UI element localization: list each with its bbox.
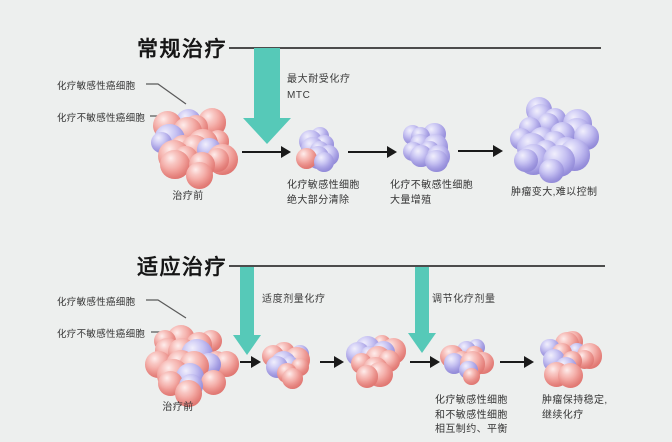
tumor-cluster	[491, 80, 611, 200]
stage-arrow-icon	[410, 356, 440, 368]
header-rule-adaptive	[229, 265, 605, 267]
treatment-down-arrow-head-icon	[233, 335, 261, 355]
tumor-cluster	[130, 304, 250, 424]
insensitive-cell	[539, 158, 564, 184]
stage-caption: 化疗敏感性细胞 绝大部分清除	[287, 180, 360, 206]
tumor-cluster	[316, 298, 436, 418]
tumor-cluster	[409, 301, 529, 421]
stage-arrow-icon	[458, 145, 503, 157]
stage-arrow-icon	[500, 356, 534, 368]
tumor-cluster	[229, 303, 349, 423]
stage-arrow-icon	[240, 356, 261, 368]
stage-arrow-icon	[242, 146, 291, 158]
stage-arrow-icon	[320, 356, 344, 368]
treatment-label: 调节化疗剂量	[432, 294, 496, 305]
treatment-down-arrow-icon	[415, 267, 429, 333]
sensitive-cell	[160, 149, 190, 180]
sensitive-cell	[463, 367, 481, 386]
tumor-cluster	[366, 88, 486, 208]
sensitive-cell	[282, 367, 304, 390]
sensitive-cell	[355, 365, 379, 388]
sensitive-cell	[200, 369, 227, 396]
sensitive-cell	[185, 161, 213, 189]
header-rule-conventional	[229, 47, 601, 49]
treatment-down-arrow-icon	[240, 267, 254, 335]
tumor-cluster	[258, 89, 378, 209]
insensitive-cell	[514, 149, 538, 173]
legend-insensitive-label: 化疗不敏感性癌细胞	[57, 329, 146, 340]
insensitive-cell	[425, 149, 448, 173]
legend-sensitive-label: 化疗敏感性癌细胞	[57, 81, 136, 92]
treatment-down-arrow-head-icon	[408, 333, 436, 353]
stage-caption: 化疗敏感性细胞 和不敏感性细胞 相互制约、平衡	[435, 395, 508, 435]
legend-sensitive-label: 化疗敏感性癌细胞	[57, 297, 136, 308]
legend-insensitive-label: 化疗不敏感性癌细胞	[57, 113, 146, 124]
section-title-adaptive: 适应治疗	[137, 256, 227, 279]
section-title-conventional: 常规治疗	[137, 38, 227, 61]
stage-caption: 治疗前	[162, 402, 194, 413]
legend-connector-line	[146, 83, 187, 105]
stage-caption: 肿瘤变大,难以控制	[511, 187, 598, 198]
tumor-cluster	[509, 297, 629, 417]
treatment-label: 最大耐受化疗 MTC	[287, 74, 351, 101]
stage-caption: 治疗前	[172, 191, 204, 202]
treatment-label: 适度剂量化疗	[262, 294, 326, 305]
treatment-down-arrow-head-icon	[243, 118, 291, 144]
insensitive-cell	[314, 151, 334, 172]
stage-caption: 肿瘤保持稳定, 继续化疗	[542, 395, 608, 421]
sensitive-cell	[558, 363, 584, 389]
stage-arrow-icon	[348, 146, 397, 158]
stage-caption: 化疗不敏感性细胞 大量增殖	[390, 180, 474, 206]
sensitive-cell	[175, 380, 203, 408]
tumor-cluster	[132, 86, 252, 206]
legend-connector-line	[146, 299, 187, 319]
sensitive-cell	[295, 147, 317, 170]
treatment-down-arrow-icon	[254, 48, 280, 118]
